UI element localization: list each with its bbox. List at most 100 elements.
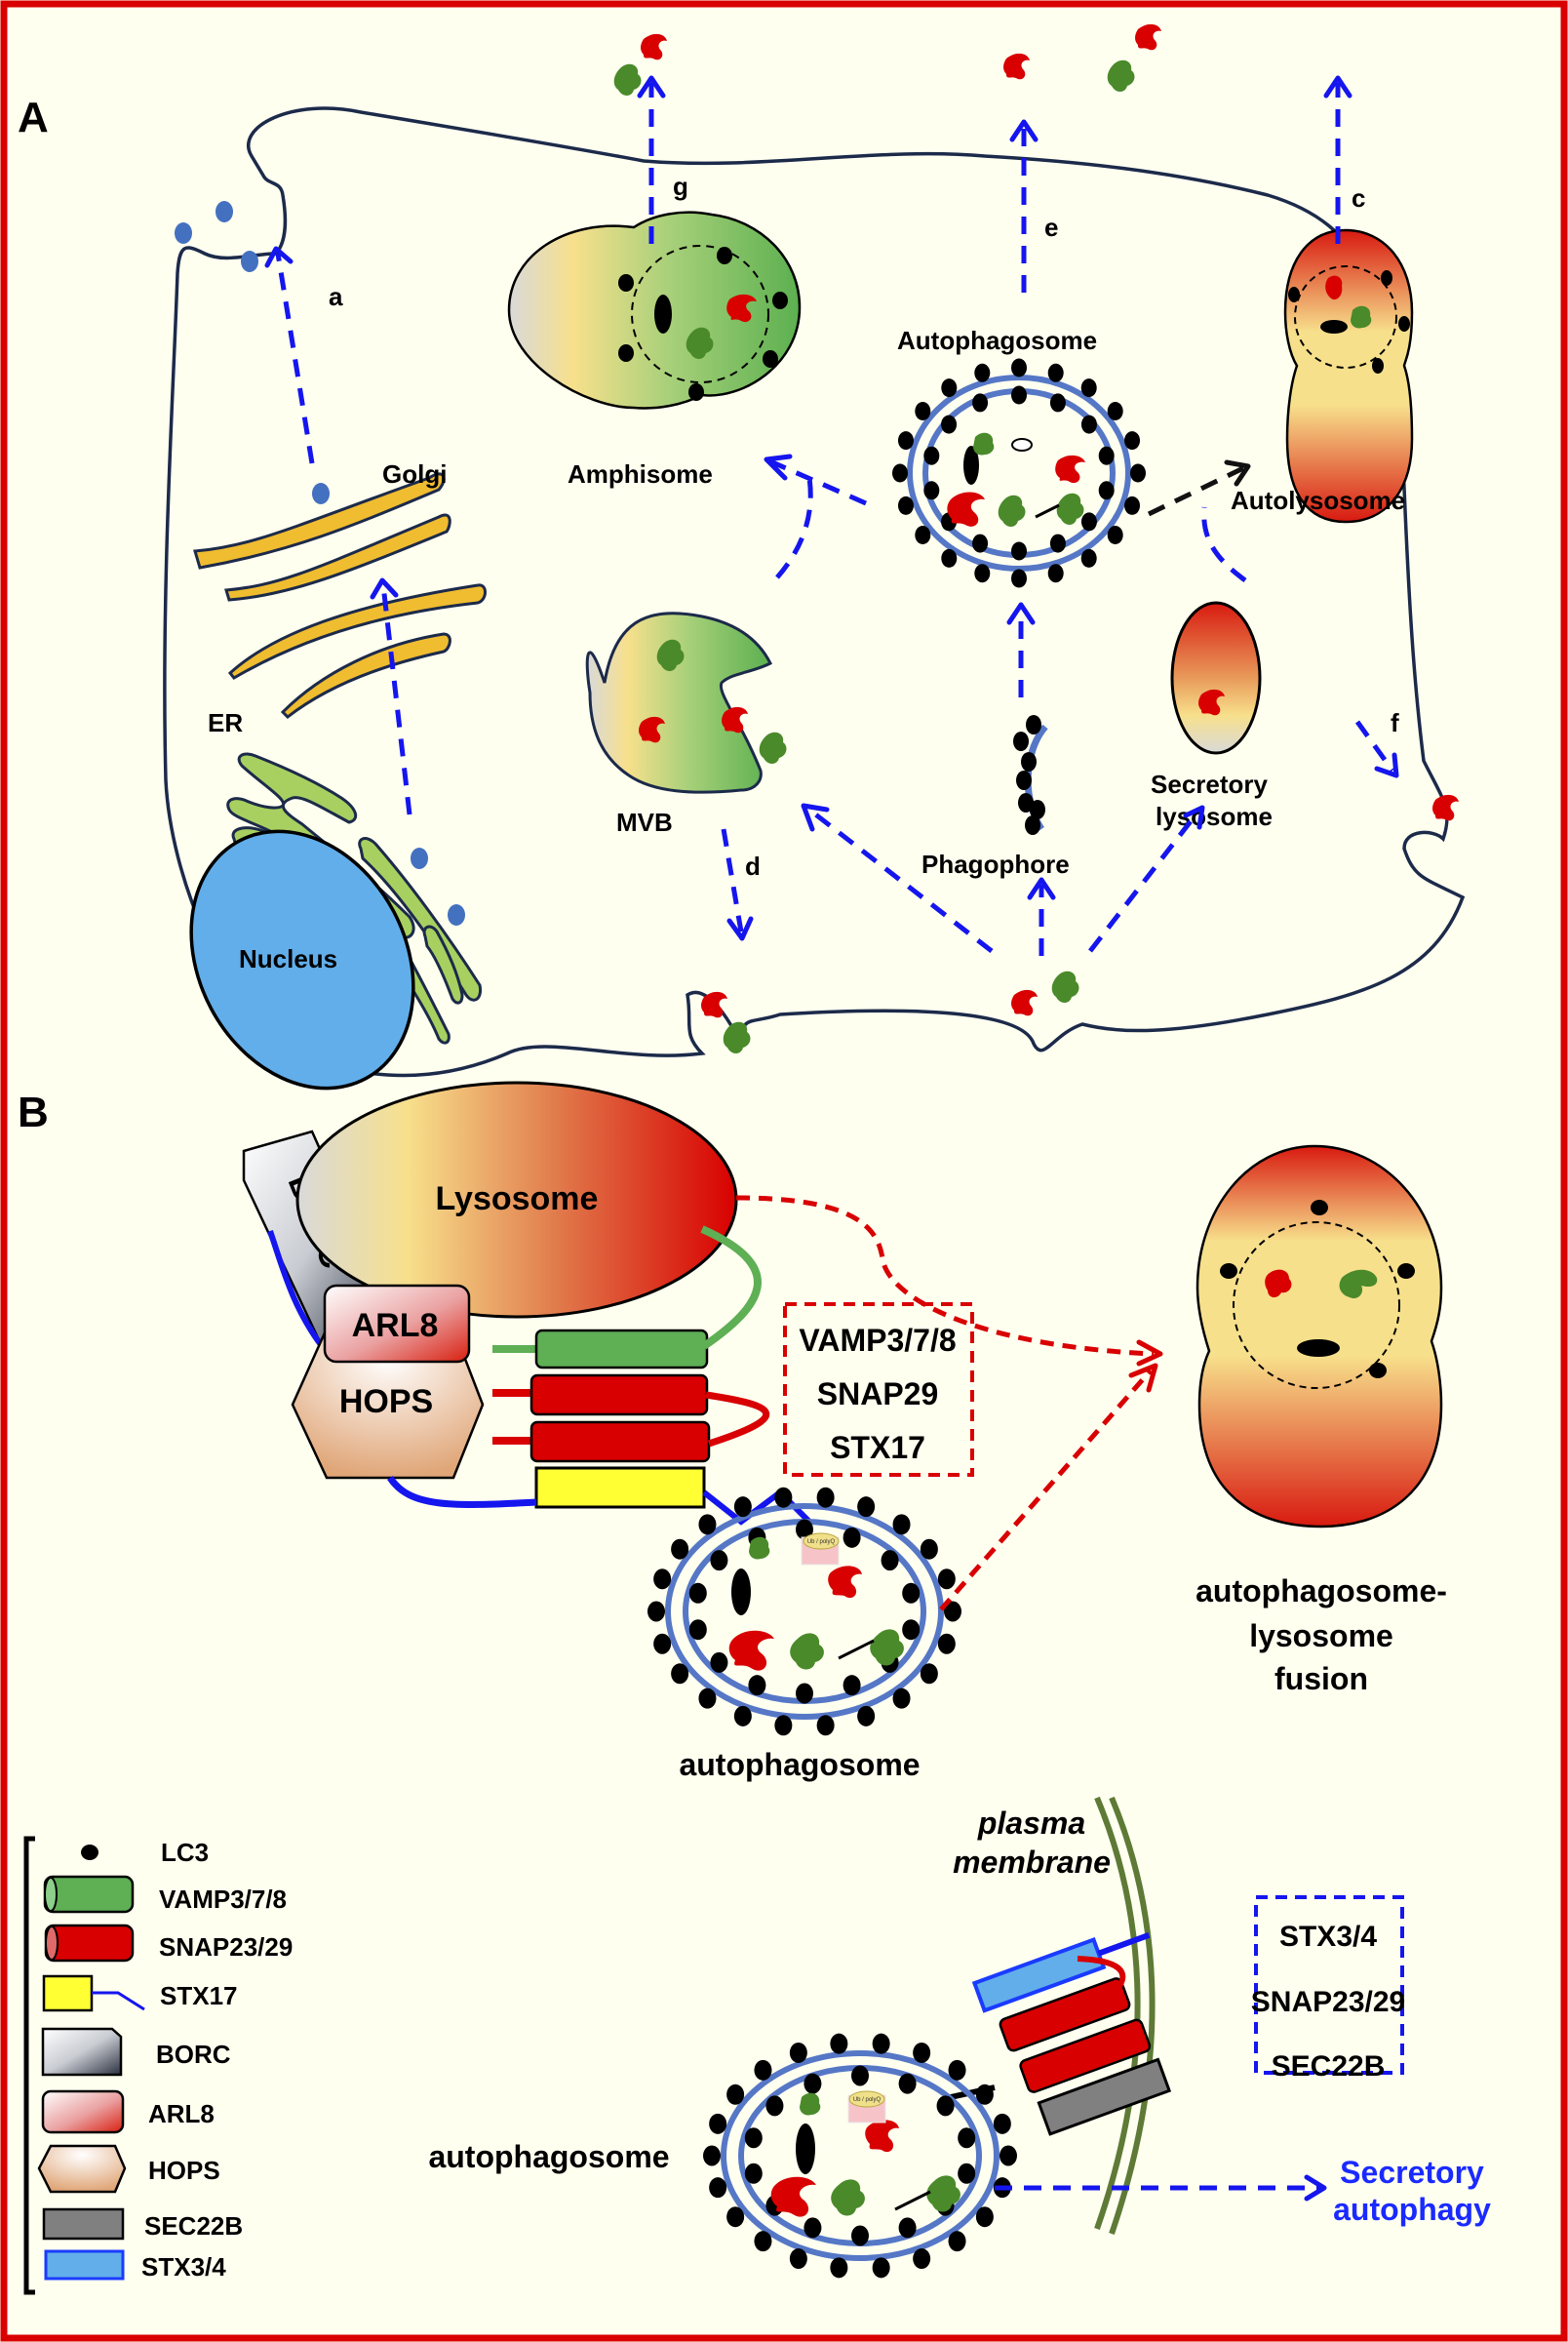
lc3-dot <box>1130 463 1146 483</box>
legend-item-stx34: STX3/4 <box>44 2249 226 2282</box>
lc3-dot <box>974 363 991 382</box>
phagophore-label: Phagophore <box>921 850 1070 879</box>
lc3-dot <box>796 1683 813 1704</box>
pathway-g-label: g <box>673 172 688 201</box>
lc3-dot <box>1011 541 1027 561</box>
autolysosome <box>1283 228 1414 524</box>
fusion-snare-label-2: SNAP29 <box>817 1376 939 1411</box>
lc3-dot <box>1124 431 1141 451</box>
fusion-snare-label-1: VAMP3/7/8 <box>799 1323 956 1358</box>
secretory-snare-label-1: STX3/4 <box>1279 1921 1377 1953</box>
borc-icon <box>41 2027 123 2077</box>
lc3-dot <box>1080 548 1097 568</box>
secretory-snare-complex <box>950 1932 1172 2136</box>
stx34-icon <box>44 2249 125 2281</box>
autophagosome-b-bottom: Ub / polyQ <box>703 2033 1017 2279</box>
arrow-mvb-amph <box>775 477 813 579</box>
mvb-label: MVB <box>616 808 673 837</box>
lc3-dot <box>703 2145 721 2166</box>
arrow-d <box>721 828 744 933</box>
legend-label-vamp: VAMP3/7/8 <box>159 1885 287 1914</box>
lc3-dot <box>972 393 989 413</box>
lc3-dot <box>974 564 991 583</box>
pathway-arrows <box>264 75 1399 956</box>
lc3-dot <box>923 446 940 465</box>
panel-b-label: B <box>18 1089 49 1136</box>
fusion-snare-label-3: STX17 <box>830 1430 925 1465</box>
lc3-dot <box>920 1538 938 1560</box>
lc3-dot <box>898 2217 917 2239</box>
er-label: ER <box>208 708 243 737</box>
secretory-snare-label-3: SEC22B <box>1272 2050 1386 2083</box>
lc3-dot <box>948 2231 966 2252</box>
lc3-dot <box>774 1487 793 1508</box>
lc3-dot <box>830 2033 848 2054</box>
lc3-dot <box>1047 363 1064 382</box>
panel-b: B BORC Lysosome HOPS ARL8 <box>18 1081 1491 2279</box>
arl8-icon <box>41 2089 125 2134</box>
autophagosome-a <box>892 358 1146 588</box>
lc3-dot <box>1107 402 1123 421</box>
lc3-dot <box>1080 512 1097 532</box>
lc3-dot <box>653 1633 672 1654</box>
lc3-dot <box>804 2073 822 2094</box>
cell-membrane <box>163 106 1466 1078</box>
legend-item-borc: BORC <box>41 2027 231 2077</box>
legend-item-stx17: STX17 <box>42 1974 238 2012</box>
plasma-membrane-label-1: plasma <box>977 1806 1085 1841</box>
lc3-dot <box>857 1705 876 1727</box>
golgi <box>193 472 487 719</box>
secretory-snare-box <box>1254 1895 1404 2075</box>
pathway-a-label: a <box>329 282 343 311</box>
lc3-dot <box>851 2065 869 2086</box>
autophagosome-b-top: Ub / polyQ <box>647 1487 961 1736</box>
autophagosome-top-label: autophagosome <box>679 1747 920 1782</box>
lc3-dot <box>941 548 958 568</box>
lc3-dot <box>698 1687 717 1709</box>
plasma-membrane <box>1094 1796 1156 2235</box>
lc3-dot <box>948 2059 966 2081</box>
snap-cylinder-icon <box>44 1924 135 1963</box>
lc3-dot <box>796 1519 813 1540</box>
panel-a: A Golgi ER Nu <box>18 23 1466 1091</box>
plasma-membrane-label-2: membrane <box>953 1845 1111 1880</box>
lc3-dot <box>774 1715 793 1736</box>
lc3-dot <box>881 1550 899 1571</box>
lc3-dot <box>892 463 908 483</box>
borc-linker <box>267 1230 325 1348</box>
lc3-dot <box>1049 534 1066 553</box>
lc3-dot <box>913 2042 931 2063</box>
phagophore <box>1013 715 1048 835</box>
lc3-dot <box>1011 358 1027 377</box>
lc3-dot <box>913 2248 931 2270</box>
lc3-dot <box>941 415 958 434</box>
lc3-dot <box>843 1675 861 1696</box>
pathway-c-label: c <box>1352 183 1365 213</box>
lc3-dot <box>789 2248 807 2270</box>
lc3-dot <box>830 2257 848 2279</box>
lc3-dot <box>1011 385 1027 405</box>
mvb <box>585 612 787 794</box>
lc3-dot <box>1080 378 1097 398</box>
legend-label-hops: HOPS <box>148 2156 220 2185</box>
lc3-dot <box>709 2113 727 2134</box>
amphisome-label: Amphisome <box>568 459 713 489</box>
autophagosome-lysosome-fusion <box>1196 1144 1443 1528</box>
lc3-dot <box>1107 525 1123 544</box>
lc3-dot <box>915 525 931 544</box>
arrow-f <box>1354 720 1395 773</box>
legend-label-snap: SNAP23/29 <box>159 1932 293 1962</box>
lc3-dot <box>920 1663 938 1685</box>
legend-item-snap: SNAP23/29 <box>44 1924 293 1963</box>
fusion-label-2: lysosome <box>1249 1618 1393 1653</box>
lc3-dot <box>710 1550 728 1571</box>
lc3-dot <box>710 1651 728 1673</box>
lc3-dot <box>923 481 940 500</box>
secretory-lysosome <box>1170 601 1262 755</box>
pathway-e-label: e <box>1044 213 1058 242</box>
lc3-dot <box>816 1715 835 1736</box>
legend-item-lc3: LC3 <box>81 1838 209 1867</box>
lc3-dot <box>958 2127 976 2149</box>
lc3-dot <box>915 402 931 421</box>
lc3-dot <box>897 431 914 451</box>
